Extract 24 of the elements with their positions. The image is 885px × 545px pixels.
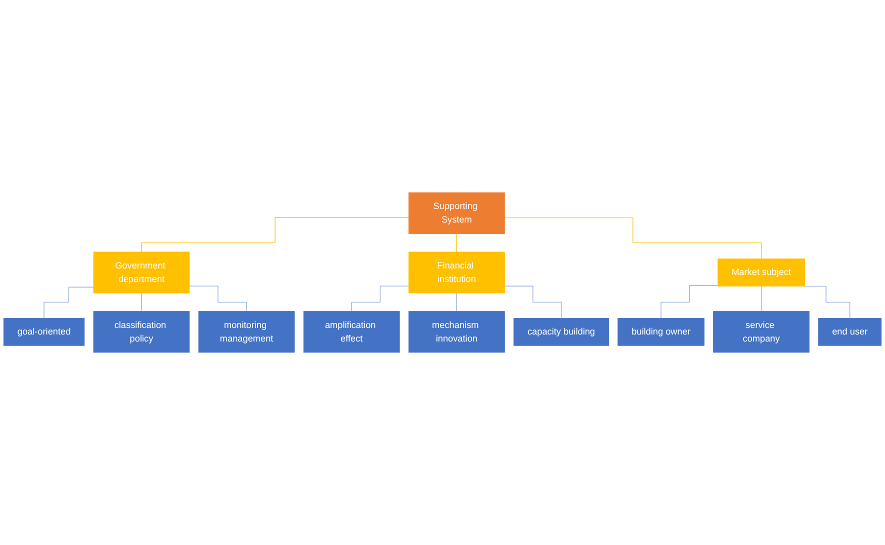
node-box: building owner	[618, 318, 704, 346]
node-box: monitoring management	[198, 311, 295, 353]
connector	[44, 286, 94, 319]
node-box: Financial institution	[408, 252, 505, 294]
connector	[141, 292, 142, 312]
connector	[660, 285, 718, 319]
node-box: amplification effect	[303, 311, 400, 353]
connector	[456, 233, 458, 252]
connector	[504, 217, 762, 260]
node-box: goal-oriented	[3, 318, 85, 346]
connector	[351, 286, 410, 312]
connector	[504, 286, 562, 319]
node-box: mechanism innovation	[408, 311, 505, 353]
node-box: classification policy	[93, 311, 190, 353]
node-box: Market subject	[718, 258, 805, 286]
connector	[189, 286, 247, 312]
connector	[141, 217, 410, 252]
node-box: service company	[713, 311, 810, 353]
connector	[760, 286, 762, 312]
node-box: end user	[818, 318, 882, 346]
node-box: Government department	[93, 252, 190, 294]
node-box: capacity building	[514, 318, 609, 346]
connector	[456, 292, 458, 312]
node-box: Supporting System	[408, 192, 505, 234]
